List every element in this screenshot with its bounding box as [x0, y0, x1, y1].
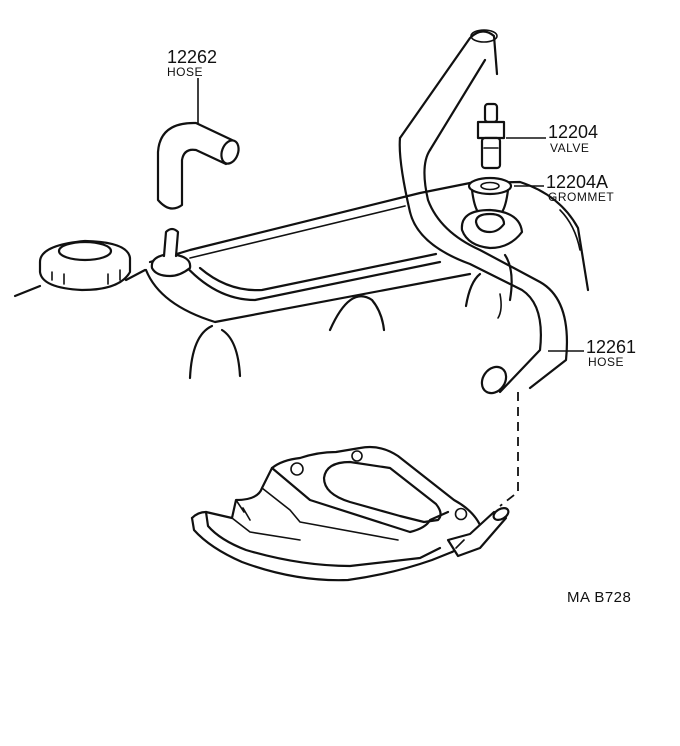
intake-manifold	[190, 445, 510, 582]
pcv-nipple	[150, 227, 192, 278]
callout-12204a-name: GROMMET	[548, 190, 614, 204]
callout-12204: 12204 VALVE	[506, 122, 598, 155]
hose-12262	[156, 121, 240, 210]
callout-12204a: 12204A GROMMET	[514, 172, 614, 204]
cylinder-head-cover	[13, 180, 590, 380]
grommet-12204a	[460, 176, 524, 250]
callout-12204-number: 12204	[548, 122, 598, 142]
assembly-guide-line	[499, 392, 519, 507]
callout-12204a-number: 12204A	[546, 172, 608, 192]
callout-12261-number: 12261	[586, 337, 636, 357]
callout-12262: 12262 HOSE	[167, 47, 217, 124]
callout-12261-name: HOSE	[588, 355, 624, 369]
callout-12204-name: VALVE	[550, 141, 589, 155]
callout-12261: 12261 HOSE	[548, 337, 636, 369]
pcv-valve-12204	[476, 102, 506, 170]
callout-12262-name: HOSE	[167, 65, 203, 79]
diagram-code: MA B728	[567, 589, 631, 606]
callout-12262-number: 12262	[167, 47, 217, 67]
oil-filler-cap	[38, 239, 132, 292]
hose-12261	[398, 29, 568, 395]
